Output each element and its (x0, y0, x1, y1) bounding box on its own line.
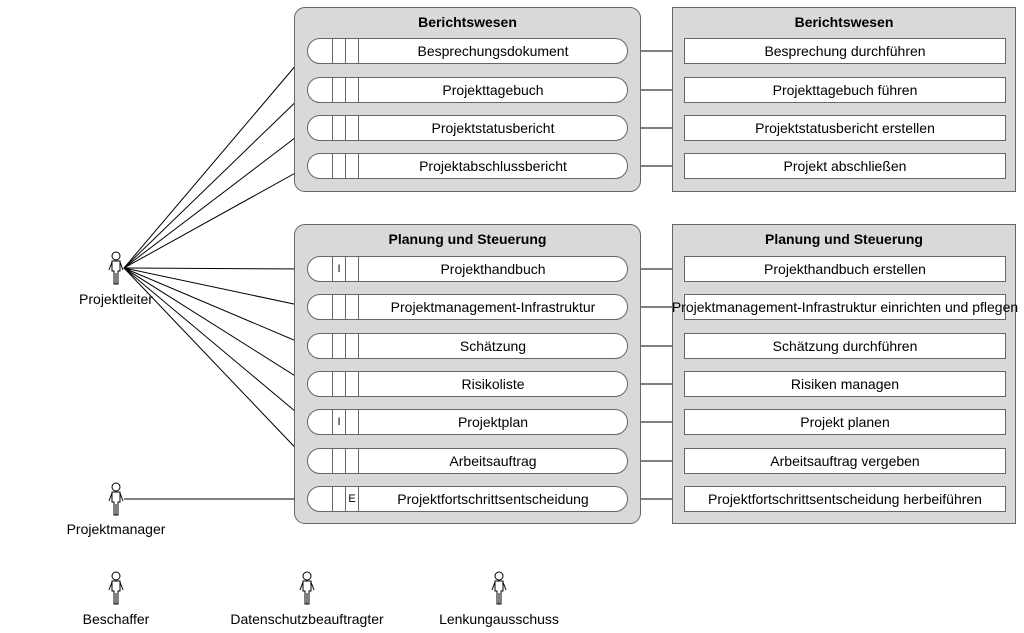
product-label: Risikoliste (461, 376, 525, 392)
group-title: Berichtswesen (418, 14, 517, 30)
product-pm-infrastruktur[interactable]: Projektmanagement-Infrastruktur (307, 294, 628, 320)
actor-link (123, 165, 309, 269)
product-marker-2: E (346, 487, 359, 511)
product-label: Schätzung (459, 338, 527, 354)
product-marker-2 (346, 39, 359, 63)
actor-label-beschaffer: Beschaffer (82, 611, 150, 627)
product-cell (308, 334, 333, 358)
group-title: Planung und Steuerung (388, 231, 547, 247)
product-schaetzung[interactable]: Schätzung (307, 333, 628, 359)
product-cell (308, 449, 333, 473)
actor-icon-lenkungausschuss[interactable] (489, 571, 509, 605)
product-marker: I (333, 257, 346, 281)
product-projektstatusbericht[interactable]: Projektstatusbericht (307, 115, 628, 141)
product-label: Projekttagebuch (442, 82, 544, 98)
product-projektfortschrittsentscheidung[interactable]: E Projektfortschrittsentscheidung (307, 486, 628, 512)
product-marker-2 (346, 295, 359, 319)
product-label: Projekthandbuch (440, 261, 546, 277)
product-projektplan[interactable]: I Projektplan (307, 409, 628, 435)
product-marker-2 (346, 410, 359, 434)
product-marker: I (333, 410, 346, 434)
product-cell (308, 410, 333, 434)
product-cell (308, 295, 333, 319)
actor-icon-projektmanager[interactable] (106, 482, 126, 516)
product-label: Projektstatusbericht (431, 120, 555, 136)
product-projekthandbuch[interactable]: I Projekthandbuch (307, 256, 628, 282)
actor-link (123, 267, 309, 347)
actor-link (123, 50, 309, 269)
actor-link (123, 127, 309, 269)
activity-pm-infrastruktur[interactable]: Projektmanagement-Infrastruktur einricht… (672, 294, 1018, 320)
product-marker (333, 372, 346, 396)
product-projektabschlussbericht[interactable]: Projektabschlussbericht (307, 153, 628, 179)
group-title: Berichtswesen (794, 14, 894, 30)
product-marker (333, 334, 346, 358)
product-marker-2 (346, 116, 359, 140)
product-cell (308, 487, 333, 511)
product-cell (308, 78, 333, 102)
actor-link (123, 267, 309, 270)
product-cell (308, 39, 333, 63)
product-cell (308, 116, 333, 140)
product-label: Projektabschlussbericht (419, 158, 567, 174)
product-label: Arbeitsauftrag (449, 453, 537, 469)
actor-label-lenkungausschuss: Lenkungausschuss (439, 611, 559, 627)
product-marker (333, 154, 346, 178)
actor-icon-projektleiter[interactable] (106, 251, 126, 285)
product-marker-2 (346, 372, 359, 396)
activity-projektfortschritt[interactable]: Projektfortschrittsentscheidung herbeifü… (684, 486, 1006, 512)
actor-label-projektmanager: Projektmanager (66, 521, 166, 537)
activity-arbeitsauftrag[interactable]: Arbeitsauftrag vergeben (684, 448, 1006, 474)
activity-besprechung[interactable]: Besprechung durchführen (684, 38, 1006, 64)
activity-projektstatusbericht[interactable]: Projektstatusbericht erstellen (684, 115, 1006, 141)
actor-link (123, 89, 309, 269)
product-besprechungsdokument[interactable]: Besprechungsdokument (307, 38, 628, 64)
product-cell (308, 372, 333, 396)
activity-projekthandbuch[interactable]: Projekthandbuch erstellen (684, 256, 1006, 282)
product-marker (333, 449, 346, 473)
product-cell (308, 154, 333, 178)
product-marker (333, 39, 346, 63)
product-label: Projektfortschrittsentscheidung (397, 491, 589, 507)
product-marker-2 (346, 154, 359, 178)
product-arbeitsauftrag[interactable]: Arbeitsauftrag (307, 448, 628, 474)
group-title: Planung und Steuerung (765, 231, 923, 247)
product-marker-2 (346, 257, 359, 281)
activity-projekt-abschliessen[interactable]: Projekt abschließen (684, 153, 1006, 179)
product-cell (308, 257, 333, 281)
product-marker (333, 487, 346, 511)
product-label: Projektmanagement-Infrastruktur (390, 299, 596, 315)
product-marker (333, 78, 346, 102)
activity-projekt-planen[interactable]: Projekt planen (684, 409, 1006, 435)
actor-icon-beschaffer[interactable] (106, 571, 126, 605)
product-marker (333, 116, 346, 140)
actor-label-datenschutz: Datenschutzbeauftragter (230, 611, 384, 627)
product-marker (333, 295, 346, 319)
activity-schaetzung[interactable]: Schätzung durchführen (684, 333, 1006, 359)
product-risikoliste[interactable]: Risikoliste (307, 371, 628, 397)
product-projekttagebuch[interactable]: Projekttagebuch (307, 77, 628, 103)
product-label: Projektplan (457, 414, 529, 430)
activity-projekttagebuch[interactable]: Projekttagebuch führen (684, 77, 1006, 103)
actor-label-projektleiter: Projektleiter (79, 291, 153, 307)
activity-risiken[interactable]: Risiken managen (684, 371, 1006, 397)
actor-icon-datenschutz[interactable] (297, 571, 317, 605)
product-label: Besprechungsdokument (417, 43, 569, 59)
product-marker-2 (346, 449, 359, 473)
actor-link (123, 267, 309, 385)
product-marker-2 (346, 78, 359, 102)
product-marker-2 (346, 334, 359, 358)
